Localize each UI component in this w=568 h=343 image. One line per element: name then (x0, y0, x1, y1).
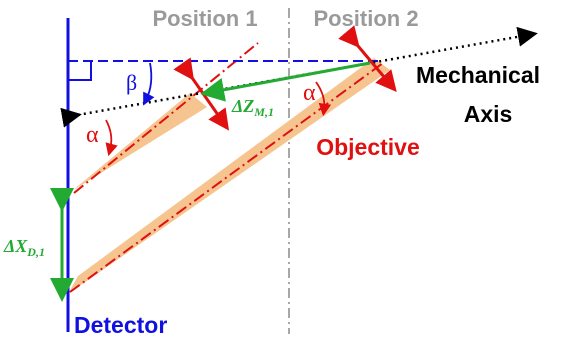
position1-label: Position 1 (152, 6, 257, 31)
objective-lens-position2 (338, 25, 397, 93)
alpha-angle-arc-position2 (315, 81, 332, 117)
right-angle-marker (68, 61, 92, 81)
mechanical-axis-label-line2: Axis (464, 101, 513, 127)
mechanical-axis-line (60, 26, 538, 128)
mechanical-axis-label-line1: Mechanical (416, 62, 540, 88)
delta-z-label: ΔZM,1 (231, 96, 274, 119)
delta-x-label: ΔXD,1 (3, 236, 45, 259)
alpha-symbol-position2: α (303, 80, 316, 106)
optical-axis-position2 (69, 62, 384, 293)
detector-label: Detector (74, 312, 167, 338)
beta-angle-arc (143, 62, 155, 106)
position2-label: Position 2 (313, 6, 418, 31)
objective-label: Objective (316, 134, 420, 160)
delta-z-arrow (200, 61, 371, 102)
alpha-symbol-position1: α (86, 122, 99, 148)
alpha-angle-arc-position1 (105, 119, 118, 157)
beta-symbol: β (126, 70, 137, 95)
